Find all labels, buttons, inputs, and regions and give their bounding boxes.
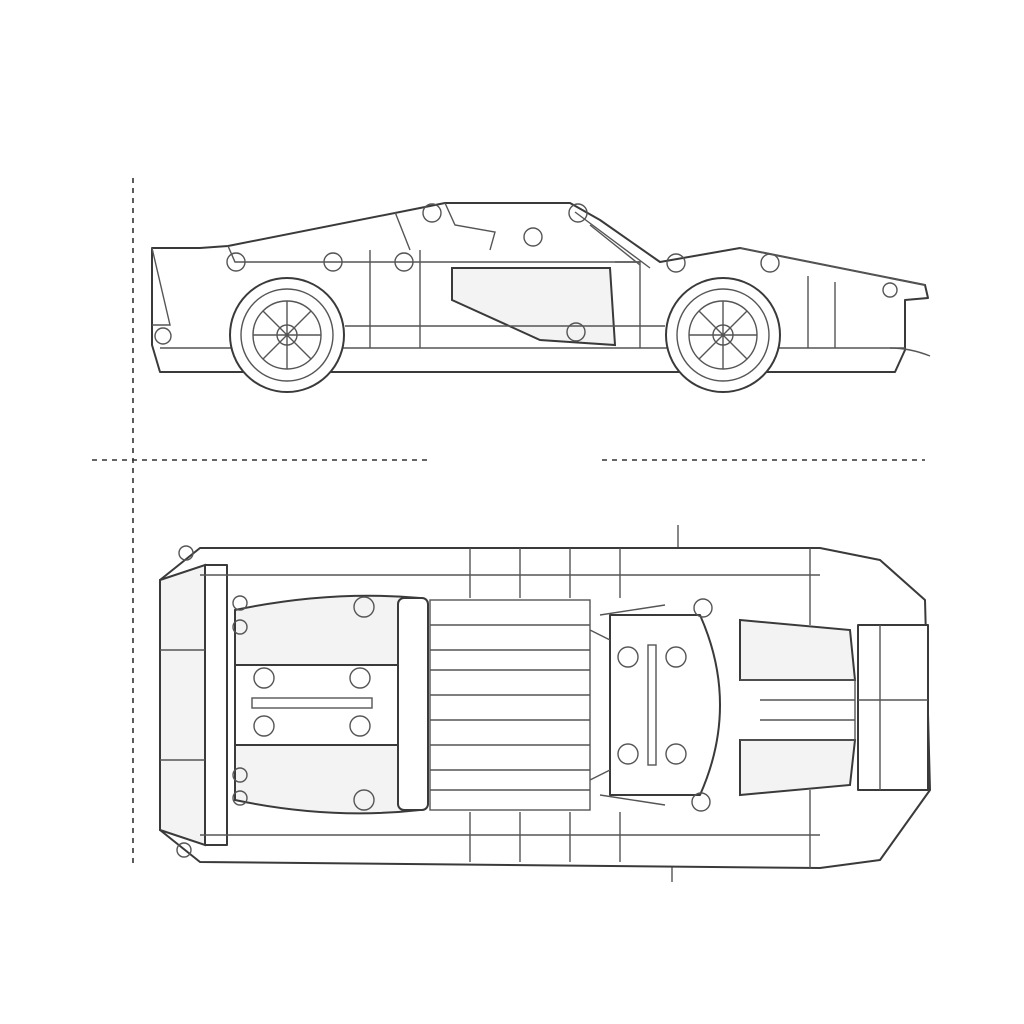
front-wheel [665, 277, 781, 393]
top-view-car [159, 525, 931, 882]
side-view-car [151, 202, 931, 393]
rear-wheel [229, 277, 345, 393]
